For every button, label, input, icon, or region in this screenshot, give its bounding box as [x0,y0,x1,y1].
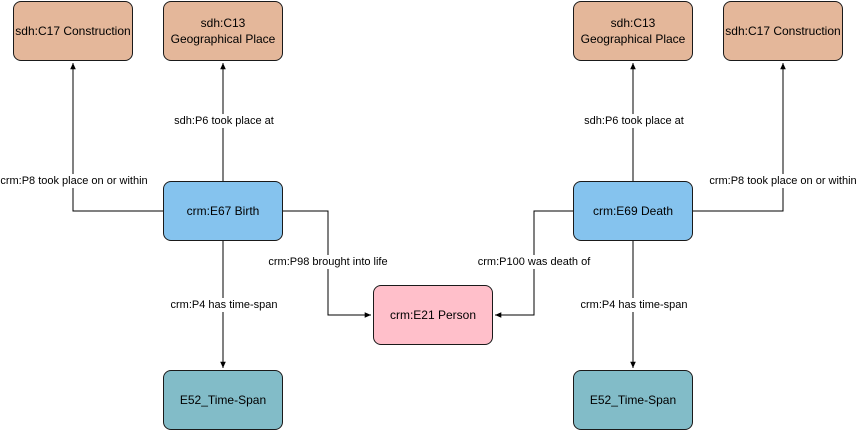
node-time-span-left[interactable]: E52_Time-Span [163,370,283,430]
node-c17-construction-right[interactable]: sdh:C17 Construction [723,1,843,61]
node-c13-geographical-place-right[interactable]: sdh:C13 Geographical Place [573,1,693,61]
node-c13-geographical-place-left[interactable]: sdh:C13 Geographical Place [163,1,283,61]
node-c17-construction-left[interactable]: sdh:C17 Construction [13,1,133,61]
label-birth-timespan: crm:P4 has time-span [169,298,279,312]
node-e21-person[interactable]: crm:E21 Person [373,285,493,345]
label-birth-place: sdh:P6 took place at [173,114,275,128]
edge-birth-within [70,63,163,212]
label-death-person: crm:P100 was death of [476,255,592,269]
label-birth-person: crm:P98 brought into life [267,255,389,269]
label-death-timespan: crm:P4 has time-span [579,298,689,312]
node-time-span-right[interactable]: E52_Time-Span [573,370,693,430]
edge-death-within [693,63,786,212]
node-e67-birth[interactable]: crm:E67 Birth [163,181,283,241]
label-birth-within: crm:P8 took place on or within [0,174,149,188]
label-death-within: crm:P8 took place on or within [708,174,858,188]
node-e69-death[interactable]: crm:E69 Death [573,181,693,241]
label-death-place: sdh:P6 took place at [583,114,685,128]
